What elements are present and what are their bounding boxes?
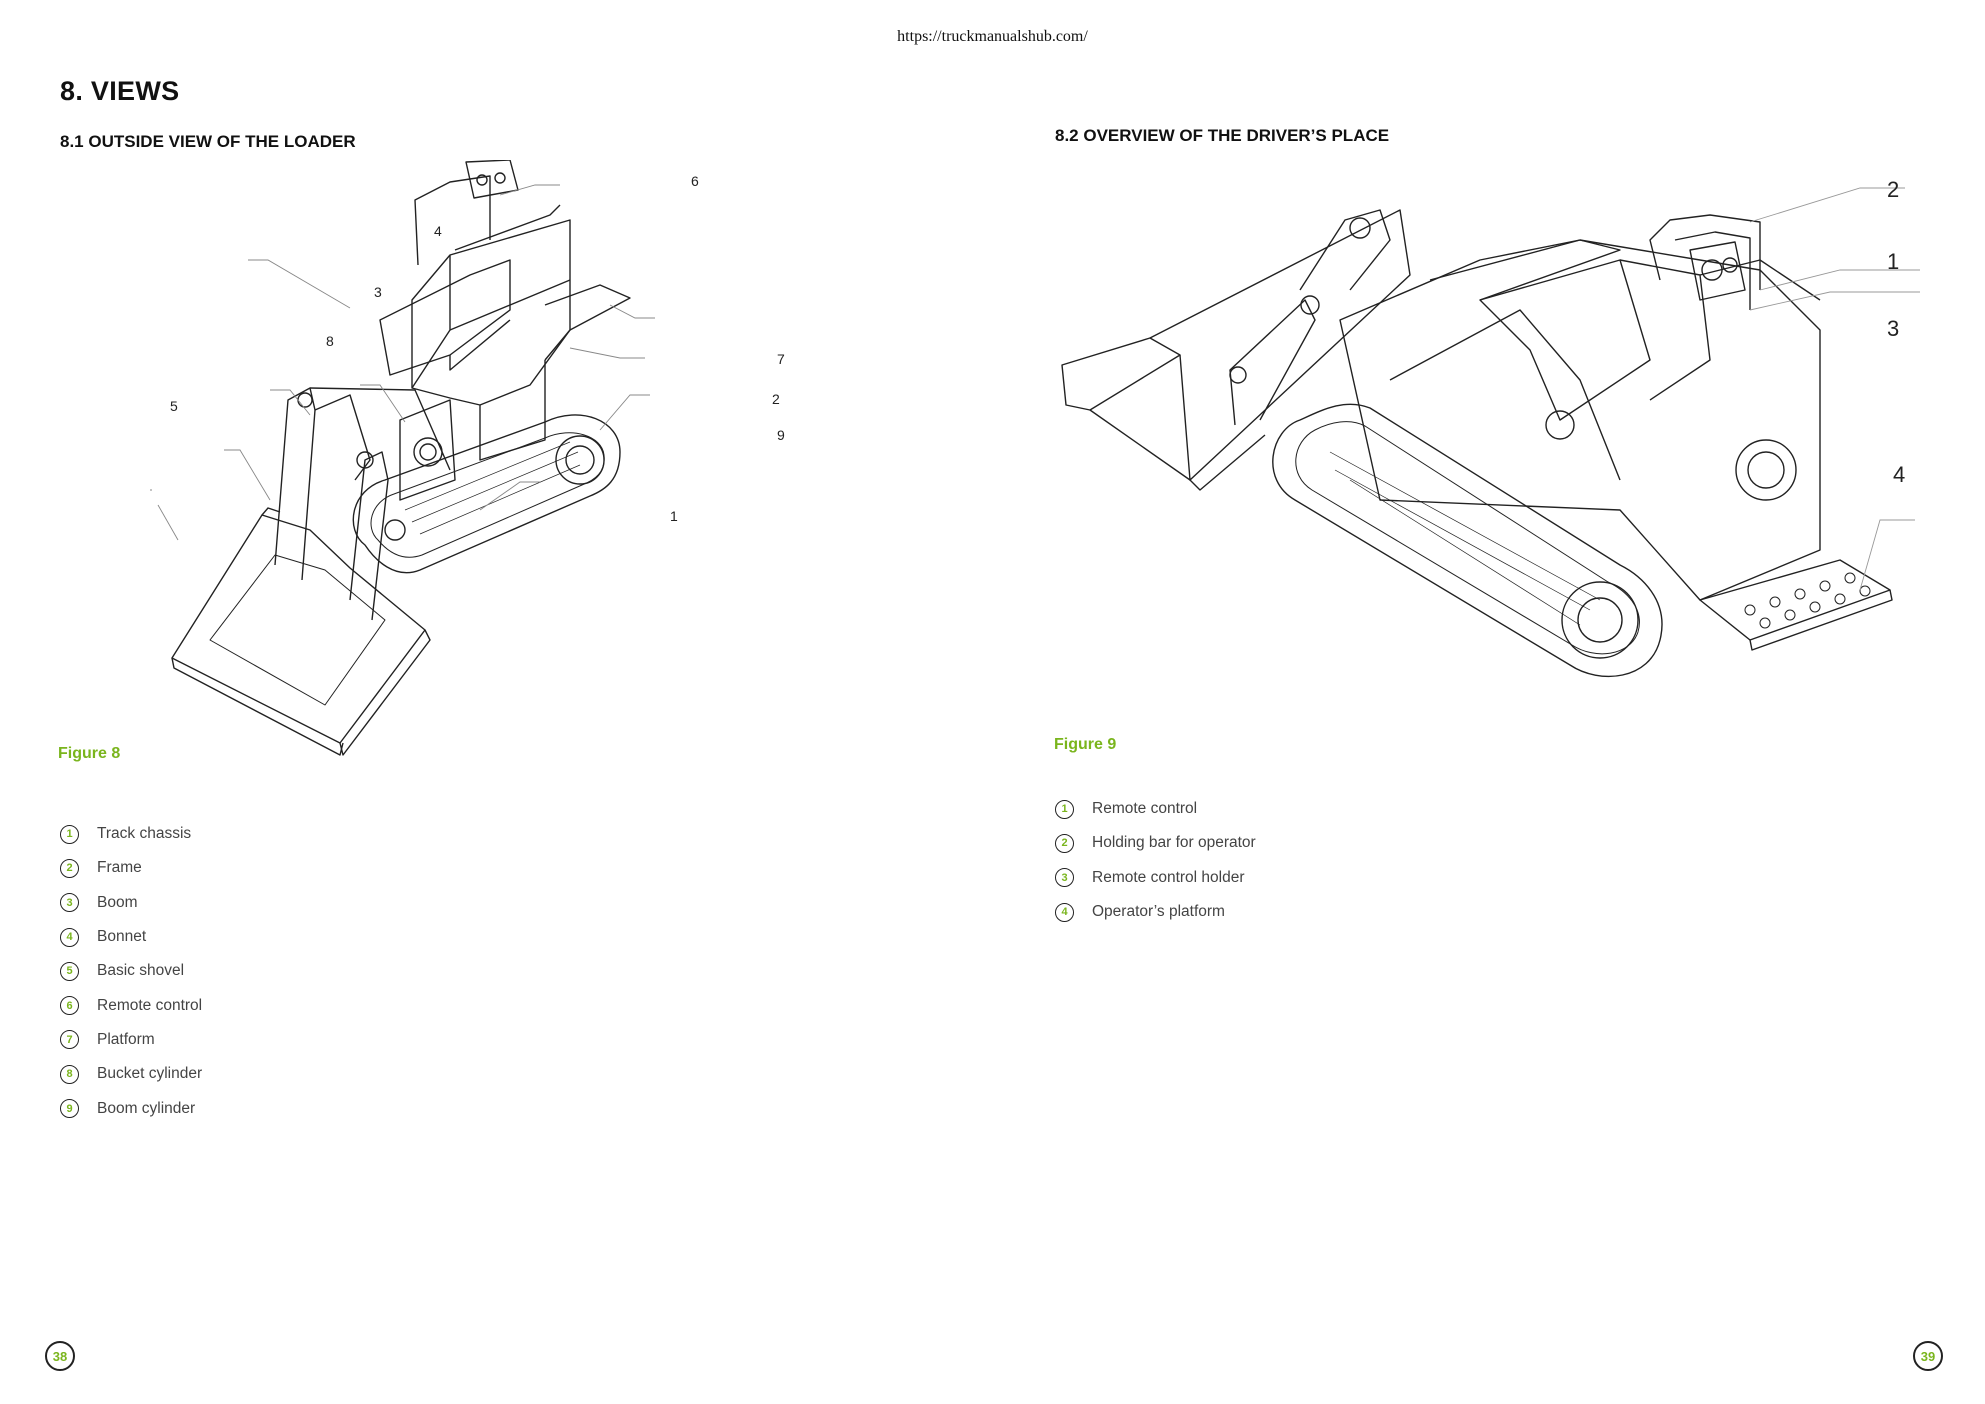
right-subtitle: 8.2 OVERVIEW OF THE DRIVER’S PLACE (1055, 126, 1390, 145)
legend-label: Bucket cylinder (97, 1065, 203, 1083)
legend-number: 7 (60, 1030, 79, 1050)
legend-label: Track chassis (97, 825, 192, 843)
page-number-left: 38 (45, 1341, 75, 1371)
callout-8: 8 (326, 333, 334, 349)
list-item: 4 Operator’s platform (1055, 895, 1256, 929)
callout-3: 3 (374, 284, 382, 300)
list-item: 2 Holding bar for operator (1055, 826, 1256, 860)
figure-8-caption: Figure 8 (58, 745, 121, 762)
legend-number: 6 (60, 996, 79, 1016)
legend-label: Operator’s platform (1092, 903, 1225, 921)
callout-4: 4 (1893, 462, 1905, 487)
list-item: 1 Remote control (1055, 792, 1256, 826)
page-number-right: 39 (1913, 1341, 1943, 1371)
left-legend: 1 Track chassis 2 Frame 3 Boom 4 Bonnet 5 Bas… (60, 817, 202, 1126)
legend-label: Remote control (97, 996, 203, 1014)
figure-9-drivers-place-drawing: 2 1 3 4 (1061, 180, 1920, 677)
legend-number: 8 (60, 1064, 79, 1084)
list-item: 7 Platform (60, 1023, 202, 1057)
callout-2: 2 (772, 391, 780, 407)
legend-label: Remote control holder (1092, 868, 1245, 886)
legend-label: Bonnet (97, 928, 147, 946)
section-title: 8. VIEWS (60, 76, 180, 106)
figure-8-loader-drawing: 6 4 3 8 5 7 2 9 1 (150, 160, 785, 756)
list-item: 8 Bucket cylinder (60, 1057, 202, 1091)
list-item: 6 Remote control (60, 988, 202, 1022)
callout-4: 4 (434, 223, 442, 239)
legend-number: 9 (60, 1099, 79, 1119)
legend-number: 2 (1055, 833, 1074, 853)
right-legend: 1 Remote control 2 Holding bar for operato… (1055, 792, 1256, 929)
list-item: 1 Track chassis (60, 817, 202, 851)
list-item: 2 Frame (60, 851, 202, 885)
callout-2: 2 (1887, 180, 1899, 202)
source-url: https://truckmanualshub.com/ (897, 28, 1088, 45)
legend-label: Remote control (1092, 800, 1198, 818)
legend-label: Holding bar for operator (1092, 834, 1256, 852)
list-item: 5 Basic shovel (60, 954, 202, 988)
list-item: 3 Remote control holder (1055, 861, 1256, 895)
callout-5: 5 (170, 398, 178, 414)
callout-1: 1 (670, 508, 678, 524)
left-subtitle: 8.1 OUTSIDE VIEW OF THE LOADER (60, 132, 356, 151)
legend-number: 1 (60, 824, 79, 844)
list-item: 4 Bonnet (60, 920, 202, 954)
legend-label: Boom (97, 893, 138, 911)
legend-number: 4 (1055, 902, 1074, 922)
legend-number: 1 (1055, 799, 1074, 819)
list-item: 3 Boom (60, 886, 202, 920)
callout-7: 7 (777, 351, 785, 367)
list-item: 9 Boom cylinder (60, 1091, 202, 1125)
legend-label: Boom cylinder (97, 1099, 196, 1117)
legend-number: 4 (60, 927, 79, 947)
callout-6: 6 (691, 173, 699, 189)
legend-label: Frame (97, 859, 142, 877)
figure-9-caption: Figure 9 (1054, 736, 1117, 753)
callout-3: 3 (1887, 316, 1899, 341)
legend-number: 3 (60, 893, 79, 913)
legend-label: Platform (97, 1030, 155, 1048)
legend-number: 5 (60, 961, 79, 981)
legend-number: 2 (60, 858, 79, 878)
legend-number: 3 (1055, 868, 1074, 888)
callout-9: 9 (777, 427, 785, 443)
legend-label: Basic shovel (97, 962, 185, 980)
callout-1: 1 (1887, 249, 1899, 274)
